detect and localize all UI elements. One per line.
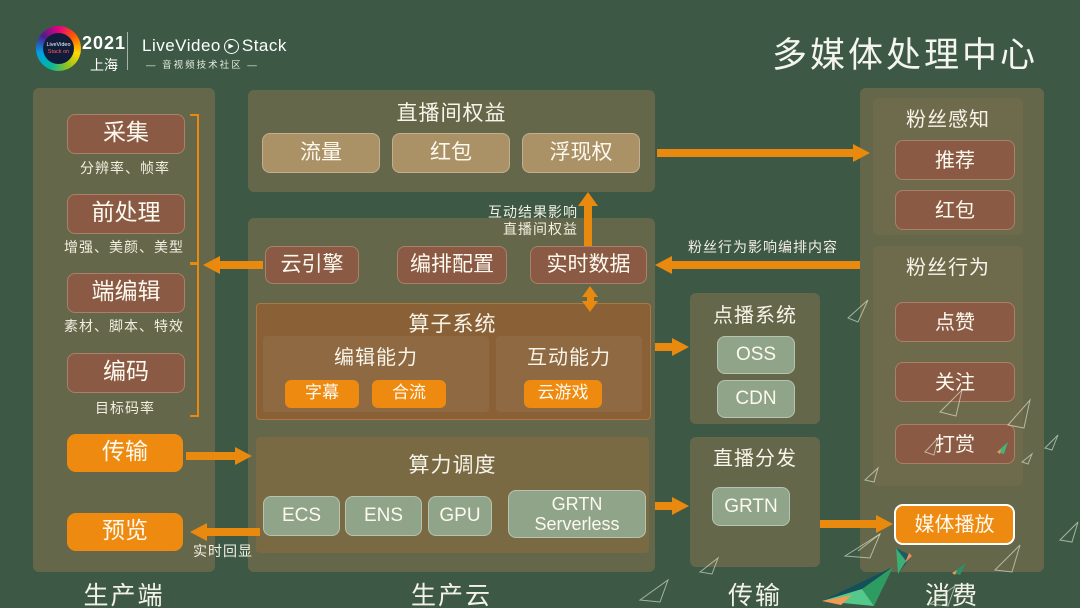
compute-scheduling-title: 算力调度 bbox=[408, 453, 497, 477]
node-cdn: CDN bbox=[717, 380, 795, 418]
play-circle-icon: ▶ bbox=[223, 38, 239, 54]
node-surface-right: 浮现权 bbox=[522, 133, 640, 173]
capture-subtext: 分辨率、帧率 bbox=[80, 161, 170, 177]
column-label-production-end: 生产端 bbox=[83, 581, 165, 608]
node-cloud-game: 云游戏 bbox=[524, 380, 602, 408]
preprocess-subtext: 增强、美颜、美型 bbox=[64, 240, 184, 256]
brand-right: Stack bbox=[241, 36, 287, 55]
realtime-echo-note: 实时回显 bbox=[193, 544, 253, 560]
node-preprocess: 前处理 bbox=[67, 194, 185, 234]
arrow-live-to-mediaplay bbox=[820, 515, 893, 533]
node-grtn-serverless: GRTN Serverless bbox=[508, 490, 646, 538]
node-traffic: 流量 bbox=[262, 133, 380, 173]
node-reward: 打赏 bbox=[895, 424, 1015, 464]
fan-perception-title: 粉丝感知 bbox=[906, 107, 990, 131]
column-label-consumption: 消费 bbox=[924, 581, 979, 608]
logo-core: LiveVideo Stack on bbox=[43, 33, 74, 64]
event-year: 2021 bbox=[82, 33, 127, 53]
node-orchestration-config: 编排配置 bbox=[397, 246, 507, 284]
node-ens: ENS bbox=[345, 496, 422, 536]
room-rights-title: 直播间权益 bbox=[396, 101, 507, 125]
node-preview: 预览 bbox=[67, 513, 183, 551]
edit-capability-title: 编辑能力 bbox=[334, 345, 418, 369]
arrow-realtime-operator-bidirectional bbox=[582, 286, 598, 312]
operator-system-title: 算子系统 bbox=[408, 312, 497, 336]
node-gpu: GPU bbox=[428, 496, 492, 536]
column-label-transport: 传输 bbox=[727, 581, 782, 608]
node-realtime-data: 实时数据 bbox=[530, 246, 647, 284]
bracket-tick-mid bbox=[190, 262, 198, 265]
interact-capability-title: 互动能力 bbox=[527, 345, 611, 369]
page-title: 多媒体处理中心 bbox=[771, 36, 1038, 75]
interaction-effect-note-line1: 互动结果影响 bbox=[488, 205, 578, 221]
node-grtn: GRTN bbox=[712, 487, 790, 526]
node-capture: 采集 bbox=[67, 114, 185, 154]
bracket-tick-bottom bbox=[190, 415, 198, 417]
encode-subtext: 目标码率 bbox=[95, 401, 155, 417]
bracket-tick-top bbox=[190, 114, 198, 116]
live-distribution-title: 直播分发 bbox=[713, 446, 797, 470]
livevideostack-logo-icon: LiveVideo Stack on bbox=[36, 26, 81, 71]
event-badge: 2021 上海 bbox=[82, 33, 126, 75]
node-recommend: 推荐 bbox=[895, 140, 1015, 180]
arrow-cloudengine-to-production-end bbox=[203, 256, 263, 274]
node-redpacket-fan: 红包 bbox=[895, 190, 1015, 230]
arrow-transmit-to-compute bbox=[186, 447, 252, 465]
node-ecs: ECS bbox=[263, 496, 340, 536]
node-edge-edit: 端编辑 bbox=[67, 273, 185, 313]
node-subtitle: 字幕 bbox=[285, 380, 359, 408]
logo-text-line1: LiveVideo bbox=[46, 42, 71, 49]
node-redpacket-right: 红包 bbox=[392, 133, 510, 173]
node-stream-merge: 合流 bbox=[372, 380, 446, 408]
bracket-line bbox=[197, 114, 199, 417]
column-label-production-cloud: 生产云 bbox=[410, 581, 492, 608]
brand-left: LiveVideo bbox=[142, 36, 221, 55]
arrow-cloud-to-preview bbox=[190, 523, 260, 541]
logo-text-line2: Stack on bbox=[47, 48, 70, 55]
arrow-operator-to-vod bbox=[655, 338, 689, 356]
brand-subtitle: — 音视频技术社区 — bbox=[146, 60, 259, 71]
edge-edit-subtext: 素材、脚本、特效 bbox=[64, 319, 184, 335]
interaction-effect-note-line2: 直播间权益 bbox=[503, 222, 578, 238]
header-divider bbox=[127, 32, 128, 70]
event-city: 上海 bbox=[90, 57, 119, 73]
node-oss: OSS bbox=[717, 336, 795, 374]
node-follow: 关注 bbox=[895, 362, 1015, 402]
production-end-panel bbox=[33, 88, 215, 572]
node-media-play: 媒体播放 bbox=[894, 504, 1015, 545]
brand-wordmark: LiveVideo ▶ Stack bbox=[142, 36, 287, 56]
node-cloud-engine: 云引擎 bbox=[265, 246, 359, 284]
fan-behavior-effect-note: 粉丝行为影响编排内容 bbox=[688, 240, 838, 256]
arrow-fanbehavior-to-realtime-data bbox=[655, 256, 860, 274]
arrow-rights-to-fan-perception bbox=[657, 144, 870, 162]
fan-behavior-title: 粉丝行为 bbox=[906, 255, 990, 279]
vod-system-title: 点播系统 bbox=[713, 303, 797, 327]
node-encode: 编码 bbox=[67, 353, 185, 393]
arrow-realtime-to-rights bbox=[578, 192, 598, 246]
arrow-compute-to-live bbox=[655, 497, 689, 515]
node-like: 点赞 bbox=[895, 302, 1015, 342]
node-transmit: 传输 bbox=[67, 434, 183, 472]
